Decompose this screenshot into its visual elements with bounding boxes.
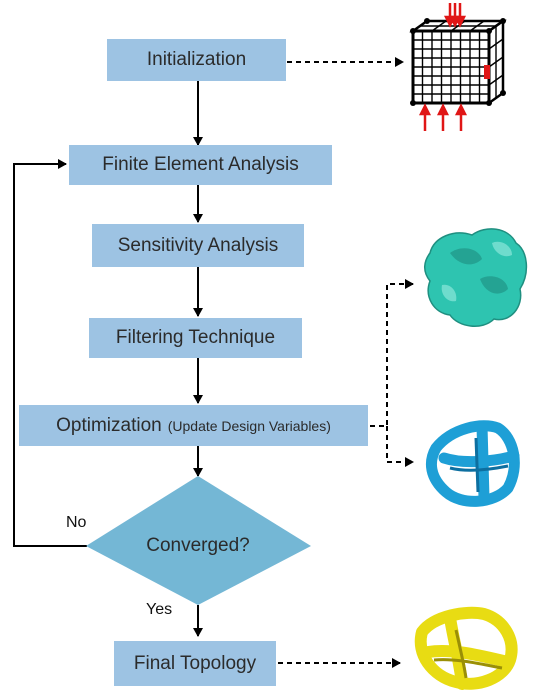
step-sensitivity: Sensitivity Analysis [92,224,304,267]
dashed-optimization-branch-top [370,279,414,427]
converged-diamond [86,476,311,605]
mesh-cube-illustration [409,3,507,131]
step-final-label: Final Topology [133,652,257,674]
step-initialization-label: Initialization [146,49,247,70]
step-fea-label: Finite Element Analysis [102,154,299,175]
step-optimization-label: Optimization [56,414,162,436]
step-filtering: Filtering Technique [89,318,302,358]
arrow-loop-back [13,159,87,547]
edge-label-yes: Yes [146,601,173,618]
teal-topology-shape [424,228,528,327]
step-fea: Finite Element Analysis [69,145,332,185]
blue-topology-shape [425,420,520,507]
step-sensitivity-label: Sensitivity Analysis [117,234,279,256]
converged-label: Converged? [146,535,250,556]
step-initialization: Initialization [107,39,286,81]
step-optimization: Optimization (Update Design Variables) [19,405,368,446]
step-optimization-sublabel: (Update Design Variables) [167,417,331,434]
yellow-topology-shape [414,606,518,690]
dashed-optimization-branch-bottom [386,426,414,467]
step-filtering-label: Filtering Technique [115,327,276,348]
step-final: Final Topology [114,641,276,686]
edge-label-no: No [66,514,87,531]
